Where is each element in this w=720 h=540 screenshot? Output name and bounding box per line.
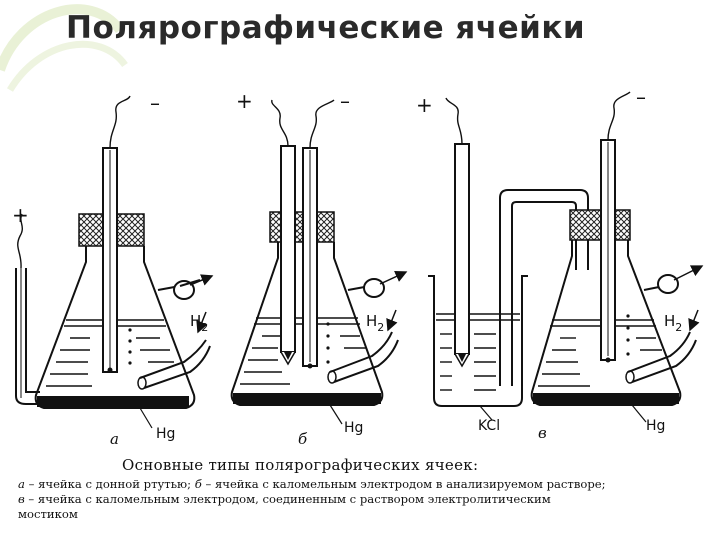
cell-v-gas-label: H2 xyxy=(664,312,682,334)
cell-v-minus-sign: – xyxy=(636,85,646,109)
caption-text-a: – ячейка с донной ртутью; xyxy=(24,477,195,491)
caption-line-1: а – ячейка с донной ртутью; б – ячейка с… xyxy=(18,477,708,492)
cell-v-hg-label: Hg xyxy=(646,418,665,434)
salt-bridge xyxy=(499,189,589,386)
caption-text-v: – ячейка с каломельным электродом, соеди… xyxy=(24,492,551,506)
cell-b-letter: б xyxy=(298,430,308,448)
cell-a-minus-sign: – xyxy=(150,91,160,115)
caption-letter-v: в xyxy=(18,492,25,506)
cell-a-letter: а xyxy=(110,430,119,448)
cell-b xyxy=(230,99,408,425)
page-title: Полярографические ячейки xyxy=(66,10,586,46)
beaker-v-outline xyxy=(428,275,528,407)
calomel-electrode-b xyxy=(280,145,296,353)
cell-v xyxy=(428,91,704,423)
caption-line-3: мостиком xyxy=(18,507,708,522)
cell-v-letter: в xyxy=(538,424,547,442)
mercury-drops-v xyxy=(605,314,630,363)
caption-letter-a: а xyxy=(18,477,25,491)
mercury-drops-a xyxy=(107,328,132,373)
cell-a-hg-label: Hg xyxy=(156,426,175,442)
caption-text-v-end: мостиком xyxy=(18,507,78,521)
cell-a xyxy=(15,95,214,429)
cell-b-gas-label: H2 xyxy=(366,312,384,334)
solution-kcl xyxy=(436,313,520,391)
cell-b-plus-sign: + xyxy=(236,89,253,113)
flask-a-outline xyxy=(34,246,196,409)
cell-b-hg-label: Hg xyxy=(344,420,363,436)
caption-line-2: в – ячейка с каломельным электродом, сое… xyxy=(18,492,708,507)
cell-a-plus-sign: + xyxy=(12,203,29,227)
contact-tube-a xyxy=(15,268,40,405)
mercury-drops-b xyxy=(307,322,330,369)
mercury-pool-v xyxy=(533,393,679,404)
polarographic-cells-figure: – + H2 Hg а xyxy=(12,85,704,448)
mercury-pool-b xyxy=(233,393,381,404)
cell-v-plus-sign: + xyxy=(416,93,433,117)
caption-text-b: – ячейка с каломельным электродом в анал… xyxy=(201,477,606,491)
cell-b-minus-sign: – xyxy=(340,89,350,113)
flask-b-outline xyxy=(230,242,384,406)
mercury-pool-a xyxy=(37,396,189,407)
calomel-electrode-v xyxy=(454,143,470,355)
cell-a-gas-label: H2 xyxy=(190,312,208,334)
caption-body: а – ячейка с донной ртутью; б – ячейка с… xyxy=(18,477,708,522)
flask-v-outline xyxy=(530,240,682,406)
kcl-label: KCl xyxy=(478,418,500,434)
caption-letter-b: б xyxy=(194,477,202,491)
caption-heading: Основные типы полярографических ячеек: xyxy=(122,456,479,474)
